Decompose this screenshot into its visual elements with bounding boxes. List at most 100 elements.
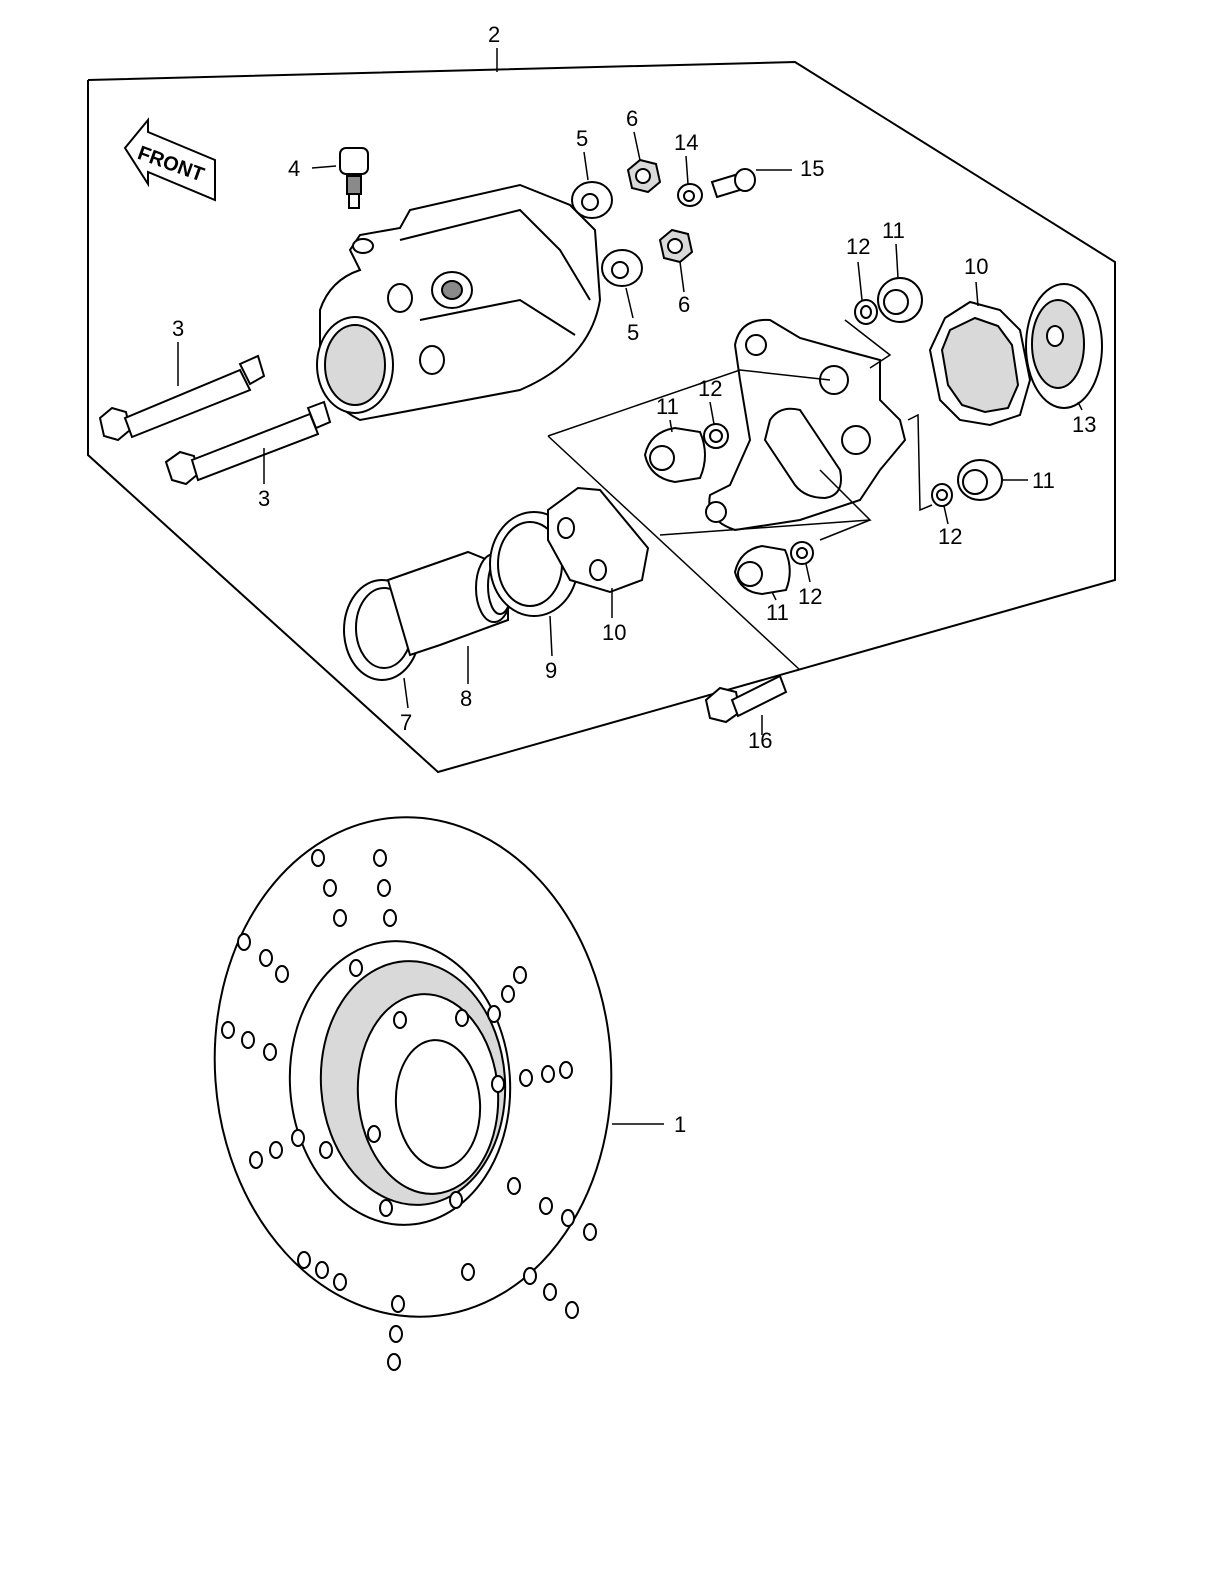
disc-hole <box>507 1177 521 1195</box>
callout-5-lower: 5 <box>627 320 639 345</box>
disc-hole <box>565 1301 579 1319</box>
disc-hole <box>383 909 397 927</box>
disc-hole <box>275 965 289 983</box>
disc-hole <box>461 1263 475 1281</box>
washer-right <box>931 483 953 507</box>
callout-12-top: 12 <box>846 234 870 259</box>
guide-lines <box>547 319 933 671</box>
spacer-lower <box>601 249 643 287</box>
callout-1: 1 <box>674 1112 686 1137</box>
disc-hole <box>311 849 325 867</box>
assembly-outline <box>87 48 1116 774</box>
washer-lower <box>790 541 814 565</box>
disc-hole <box>221 1021 235 1039</box>
disc-hole <box>249 1151 263 1169</box>
callout-5-upper: 5 <box>576 126 588 151</box>
caliper-body <box>316 183 602 422</box>
callout-3-lower: 3 <box>258 486 270 511</box>
callout-2: 2 <box>488 22 500 47</box>
disc-hole <box>539 1197 553 1215</box>
leader-lines <box>403 131 1083 709</box>
disc-hole <box>501 985 515 1003</box>
callout-4: 4 <box>288 156 300 181</box>
disc-hole <box>291 1129 305 1147</box>
callout-12-left: 12 <box>698 376 722 401</box>
disc-hole <box>391 1295 405 1313</box>
front-arrow-icon: FRONT <box>123 117 216 202</box>
nut-upper <box>626 158 662 194</box>
bushing-right <box>957 459 1003 501</box>
caliper-bracket <box>705 318 907 532</box>
callout-7: 7 <box>400 710 412 735</box>
disc-hole <box>449 1191 463 1209</box>
disc-holes <box>221 849 597 1371</box>
callout-10-inner: 10 <box>602 620 626 645</box>
callout-15: 15 <box>800 156 824 181</box>
brake-pad-outer <box>928 300 1032 427</box>
disc-hole <box>269 1141 283 1159</box>
disc-hole <box>333 909 347 927</box>
callout-13: 13 <box>1072 412 1096 437</box>
disc-hole <box>373 849 387 867</box>
disc-hole <box>323 879 337 897</box>
disc-hole <box>523 1267 537 1285</box>
bracket-bolt <box>704 674 788 735</box>
bushing-lower <box>733 544 791 596</box>
callout-11-top: 11 <box>882 218 905 243</box>
brake-disc <box>213 816 664 1318</box>
washer-upper <box>854 299 878 325</box>
disc-hole <box>393 1011 407 1029</box>
disc-hole <box>455 1009 469 1027</box>
disc-hole <box>561 1209 575 1227</box>
disc-hole <box>389 1325 403 1343</box>
callout-14: 14 <box>674 130 698 155</box>
disc-hole <box>487 1005 501 1023</box>
disc-hole <box>241 1031 255 1049</box>
disc-hole <box>541 1065 555 1083</box>
caliper-bolt-upper <box>98 342 266 442</box>
callout-12-right: 12 <box>938 524 962 549</box>
callout-8: 8 <box>460 686 472 711</box>
brake-pad-inner <box>547 486 650 594</box>
disc-hole <box>491 1075 505 1093</box>
disc-hole <box>519 1069 533 1087</box>
callout-11-lower: 11 <box>766 600 789 625</box>
lock-washer <box>677 183 703 207</box>
disc-hole <box>543 1283 557 1301</box>
disc-hole <box>513 966 527 984</box>
disc-hole <box>259 949 273 967</box>
callout-16: 16 <box>748 728 772 753</box>
callouts: 1 2 3 3 4 5 5 6 6 7 8 9 10 10 11 11 11 1… <box>172 22 1096 1137</box>
disc-hole <box>263 1043 277 1061</box>
callout-12-lower: 12 <box>798 584 822 609</box>
disc-hole <box>367 1125 381 1143</box>
bleeder-valve <box>311 147 369 209</box>
bushing-left <box>643 426 706 484</box>
washer-left <box>703 423 729 449</box>
disc-hole <box>377 879 391 897</box>
spacer-upper <box>571 181 613 219</box>
callout-10-outer: 10 <box>964 254 988 279</box>
disc-hole <box>559 1061 573 1079</box>
disc-hole <box>387 1353 401 1371</box>
disc-hole <box>333 1273 347 1291</box>
callout-6-lower: 6 <box>678 292 690 317</box>
callout-6-upper: 6 <box>626 106 638 131</box>
disc-hole <box>583 1223 597 1241</box>
disc-hole <box>379 1199 393 1217</box>
disc-hole <box>349 959 363 977</box>
callout-9: 9 <box>545 658 557 683</box>
callout-11-left: 11 <box>656 394 679 419</box>
callout-3-upper: 3 <box>172 316 184 341</box>
bushing-upper-right <box>877 277 923 323</box>
disc-hole <box>319 1141 333 1159</box>
cap <box>1025 283 1103 409</box>
disc-hole <box>315 1261 329 1279</box>
screw <box>710 168 792 199</box>
disc-hole <box>297 1251 311 1269</box>
nut-lower <box>658 228 694 264</box>
caliper-bolt-lower <box>164 400 332 486</box>
callout-11-right: 11 <box>1032 468 1055 493</box>
disc-hole <box>237 933 251 951</box>
